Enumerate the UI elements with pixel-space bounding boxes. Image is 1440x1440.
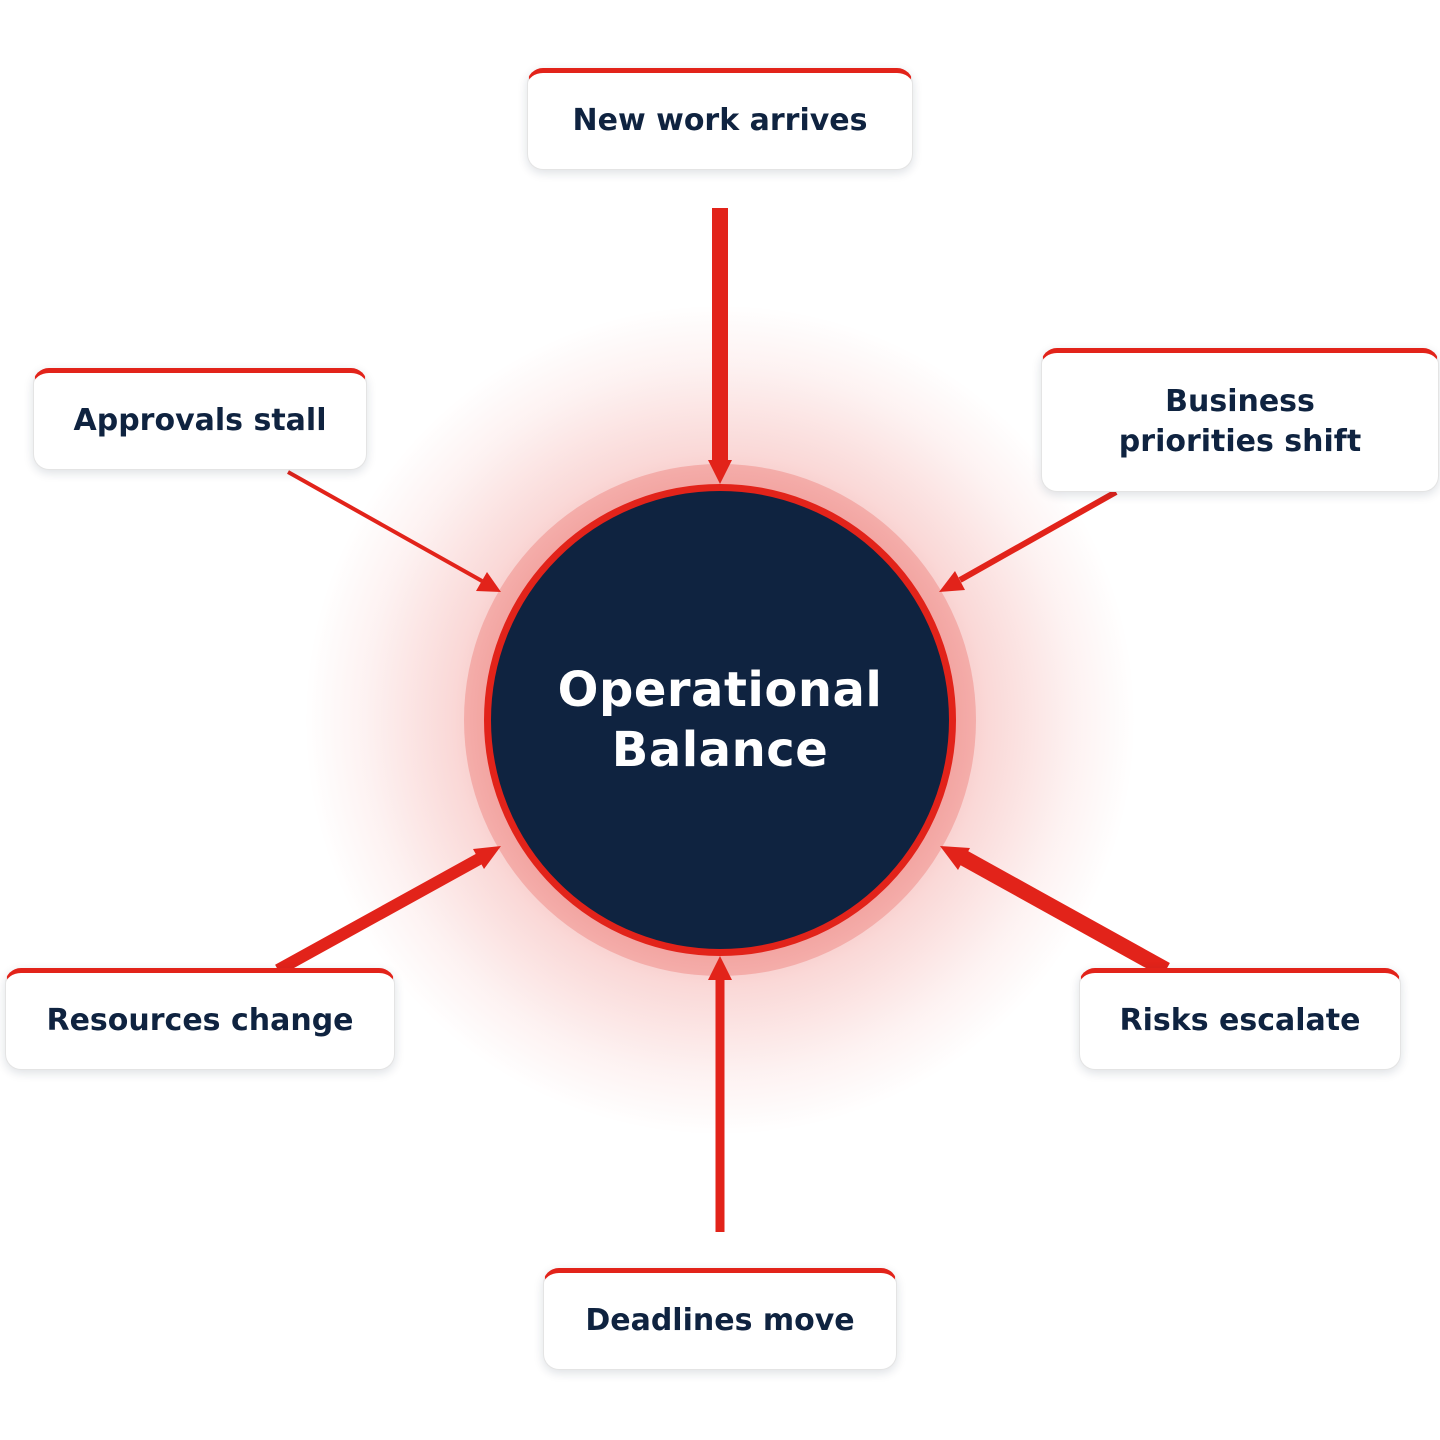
factor-label: Deadlines move: [585, 1303, 855, 1338]
arrow-deadlines: [708, 956, 732, 1232]
arrow-approvals: [287, 470, 501, 592]
factor-card-approvals: Approvals stall: [33, 368, 367, 470]
arrow-risks: [940, 846, 1170, 977]
factor-card-risks: Risks escalate: [1079, 968, 1401, 1070]
factor-card-resources: Resources change: [5, 968, 395, 1070]
factor-card-new-work: New work arrives: [527, 68, 913, 170]
factor-label: Resources change: [46, 1003, 354, 1038]
factor-label: Risks escalate: [1119, 1003, 1361, 1038]
arrow-resources: [275, 846, 501, 976]
center-title: Operational Balance: [557, 662, 883, 778]
factor-card-deadlines: Deadlines move: [543, 1268, 897, 1370]
arrow-priorities: [939, 489, 1118, 592]
operational-balance-circle: Operational Balance: [484, 484, 956, 956]
arrow-new-work: [708, 208, 732, 484]
factor-label: New work arrives: [572, 103, 868, 138]
factor-label: Approvals stall: [73, 403, 327, 438]
factor-label: Business priorities shift: [1118, 384, 1362, 459]
factor-card-priorities: Business priorities shift: [1041, 348, 1439, 492]
